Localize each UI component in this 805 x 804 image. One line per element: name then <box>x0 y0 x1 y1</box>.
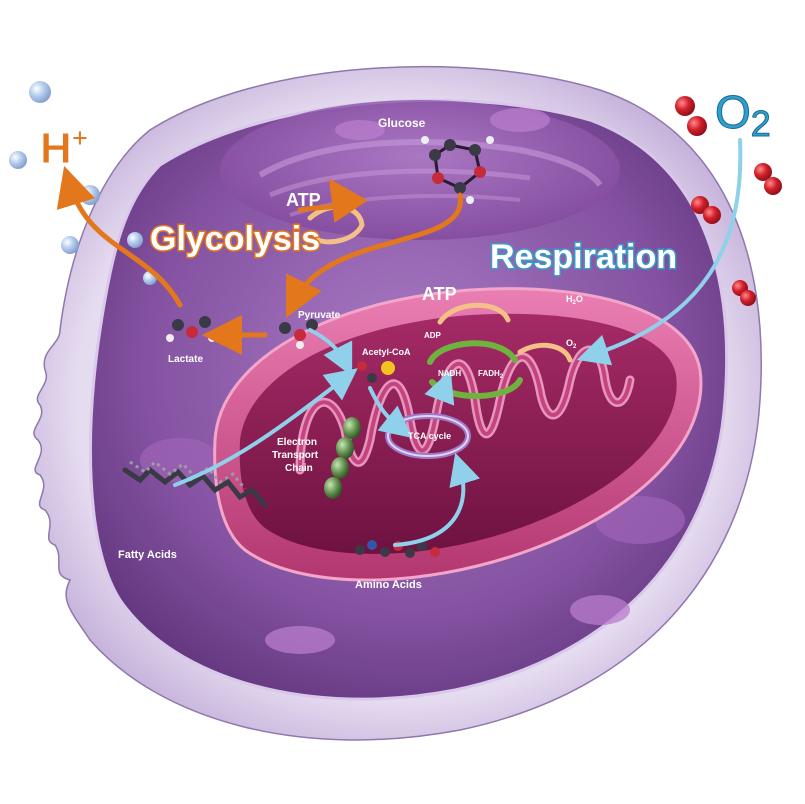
pyruvate-label: Pyruvate <box>298 310 341 321</box>
h2o-sub: 2 <box>573 300 577 306</box>
lactate-label: Lactate <box>168 354 203 365</box>
atp-glycolysis-label: ATP <box>286 190 321 210</box>
organelles <box>140 108 685 654</box>
glucose-molecule <box>421 136 494 204</box>
pyruvate-molecule <box>279 319 318 349</box>
h2o-label: H2O <box>566 294 583 306</box>
electron-transport-complexes <box>324 417 361 499</box>
nucleus <box>220 100 620 240</box>
etc-label-line1: Electron <box>277 437 317 448</box>
h2o-end: O <box>576 294 583 304</box>
amino-acids-label: Amino Acids <box>355 579 422 591</box>
h2o-base: H <box>566 294 573 304</box>
glycolysis-arrows <box>56 165 463 355</box>
etc-label-line3: Chain <box>285 463 313 474</box>
acetyl-coa-label: Acetyl-CoA <box>362 347 411 357</box>
o2-base: O <box>715 86 751 138</box>
fatty-acids-label: Fatty Acids <box>118 549 177 561</box>
o2-label: O2 <box>715 86 771 144</box>
tca-cycle-label: TCA cycle <box>408 431 451 441</box>
amino-acid-molecule <box>355 540 440 558</box>
respiration-label: Respiration <box>490 238 677 276</box>
h-plus-sup: + <box>72 122 88 153</box>
oxygen-molecules <box>675 96 782 306</box>
etc-label-line2: Transport <box>272 450 319 461</box>
respiration-arrows <box>173 138 743 547</box>
fatty-acid-chain <box>122 459 268 508</box>
o2-sub: 2 <box>751 103 771 144</box>
o2-small-label: O2 <box>566 338 577 350</box>
fadh2-label: FADH2 <box>478 369 504 380</box>
glucose-label: Glucose <box>378 116 426 130</box>
adp-label: ADP <box>424 331 442 340</box>
glycolysis-label: Glycolysis <box>150 220 320 258</box>
nadh-label: NADH <box>438 369 461 378</box>
h-plus-label: H+ <box>40 122 88 173</box>
fadh2-sub: 2 <box>500 374 504 380</box>
h-plus-base: H <box>40 124 72 173</box>
o2-small-sub: 2 <box>573 344 577 350</box>
o2-small-base: O <box>566 338 573 348</box>
fadh2-base: FADH <box>478 369 500 378</box>
atp-respiration-label: ATP <box>422 284 457 304</box>
